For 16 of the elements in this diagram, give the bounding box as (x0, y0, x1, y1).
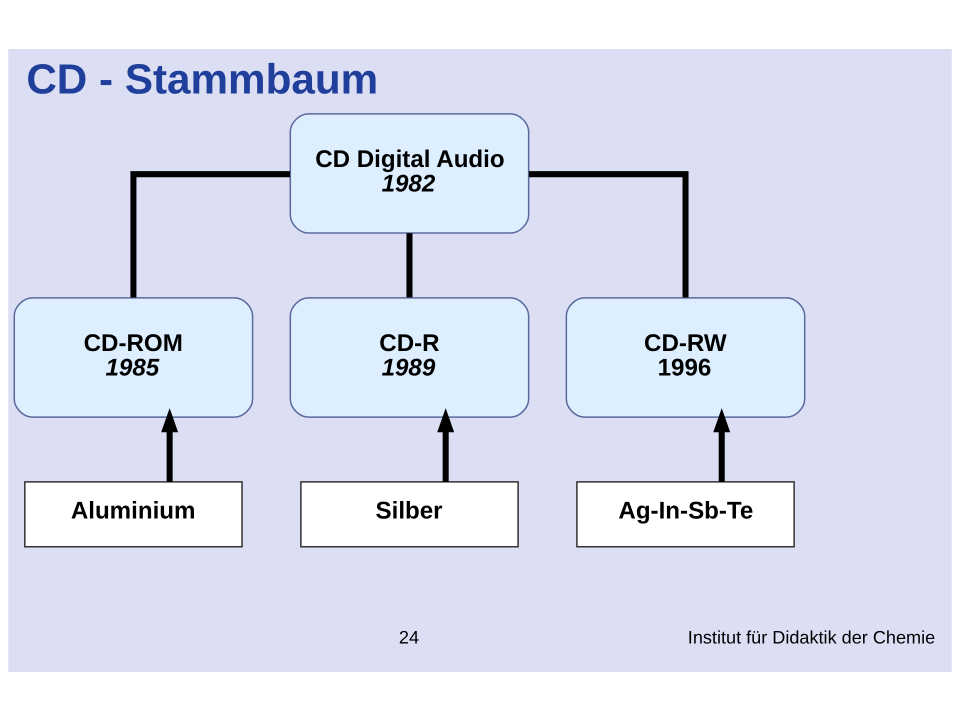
node-box: CD-ROM 1985 (14, 296, 254, 418)
node-box: Silber (300, 480, 519, 548)
arrow (437, 408, 454, 482)
connector (528, 170, 689, 297)
node-box: Aluminium (24, 480, 243, 548)
connector (406, 232, 412, 297)
arrow (161, 408, 178, 482)
node-box: Ag-In-Sb-Te (576, 480, 795, 548)
diagram-title: CD - Stammbaum (26, 54, 378, 102)
node-box: CD-RW 1996 (566, 296, 806, 418)
connector (130, 170, 290, 297)
node-box: CD-R 1989 (290, 296, 530, 418)
label: 24 (398, 626, 420, 647)
node-box: CD Digital Audio 1982 (290, 112, 530, 234)
label: Institut für Didaktik der Chemie (688, 626, 936, 647)
arrow (713, 408, 730, 482)
